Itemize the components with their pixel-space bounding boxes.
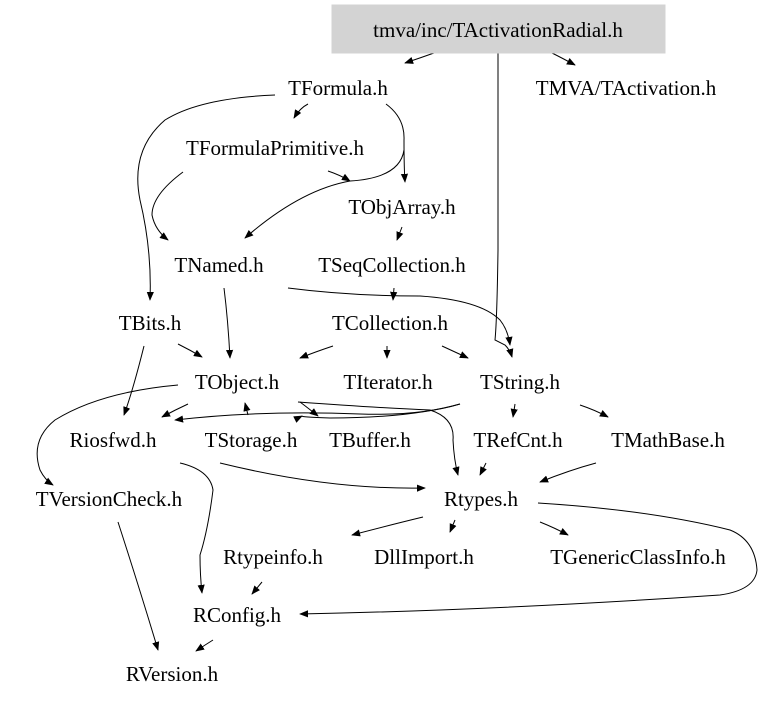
edge-root-tmva-tactivation bbox=[551, 52, 576, 66]
node-root[interactable]: tmva/inc/TActivationRadial.h bbox=[331, 4, 666, 54]
edge-rconfig-rversion bbox=[195, 639, 214, 652]
edge-tstorage-rtypes bbox=[219, 462, 426, 492]
edge-tstring-trefcnt bbox=[510, 403, 518, 418]
node-rtypes[interactable]: Rtypes.h bbox=[444, 487, 519, 511]
node-label: tmva/inc/TActivationRadial.h bbox=[373, 18, 623, 42]
edge-tmathbase-rtypes bbox=[539, 462, 597, 483]
edge-tobjarray-tnamed bbox=[244, 149, 405, 239]
edge-tformula-tobjarray bbox=[385, 103, 409, 183]
node-titerator[interactable]: TIterator.h bbox=[343, 370, 433, 394]
node-tbits[interactable]: TBits.h bbox=[119, 311, 182, 335]
nodes: tmva/inc/TActivationRadial.h TFormula.h … bbox=[36, 4, 726, 686]
node-tstorage[interactable]: TStorage.h bbox=[205, 428, 298, 452]
node-tgenericclassinfo[interactable]: TGenericClassInfo.h bbox=[550, 545, 726, 569]
node-tmathbase[interactable]: TMathBase.h bbox=[611, 428, 725, 452]
edge-rtypes-dllimport bbox=[449, 519, 457, 533]
node-tcollection[interactable]: TCollection.h bbox=[332, 311, 449, 335]
node-trefcnt[interactable]: TRefCnt.h bbox=[473, 428, 563, 452]
edge-rtypes-tgenericclassinfo bbox=[539, 521, 569, 536]
node-rversion[interactable]: RVersion.h bbox=[126, 662, 219, 686]
edge-tobject-riosfwd bbox=[161, 403, 189, 418]
edge-rtypes-rconfig bbox=[299, 502, 758, 618]
edge-root-tstring bbox=[494, 53, 514, 358]
edge-root-tformula bbox=[404, 52, 435, 64]
node-tseqcollection[interactable]: TSeqCollection.h bbox=[318, 253, 466, 277]
edge-tformulaprimitive-tobjarray bbox=[327, 170, 351, 182]
edge-tbits-riosfwd bbox=[123, 345, 145, 416]
edge-tbits-tobject bbox=[177, 343, 203, 358]
node-tformulaprimitive[interactable]: TFormulaPrimitive.h bbox=[186, 136, 364, 160]
edge-tseqcollection-tcollection bbox=[390, 287, 398, 301]
edge-rtypeinfo-rconfig bbox=[251, 581, 263, 595]
edge-tformula-tformulaprimitive bbox=[293, 103, 309, 119]
edge-tobject-tversioncheck bbox=[36, 384, 179, 486]
edge-tobjarray-tseqcollection bbox=[396, 226, 404, 241]
edge-tcollection-tobject bbox=[299, 345, 334, 359]
edge-tnamed-tobject bbox=[223, 287, 234, 359]
edge-tstring-tmathbase bbox=[579, 404, 609, 418]
edge-tformulaprimitive-tnamed bbox=[151, 171, 184, 241]
node-tversioncheck[interactable]: TVersionCheck.h bbox=[36, 487, 183, 511]
node-dllimport[interactable]: DllImport.h bbox=[374, 545, 474, 569]
edge-tobject-tbuffer bbox=[299, 401, 319, 417]
node-rconfig[interactable]: RConfig.h bbox=[193, 603, 282, 627]
node-tobjarray[interactable]: TObjArray.h bbox=[348, 195, 456, 219]
edges bbox=[36, 52, 758, 652]
edge-tformula-tbits bbox=[137, 94, 276, 301]
edge-tobject-rtypes bbox=[297, 401, 460, 476]
edge-rtypes-rtypeinfo bbox=[351, 516, 424, 537]
edge-tnamed-tstring bbox=[287, 287, 513, 346]
node-tmva-tactivation[interactable]: TMVA/TActivation.h bbox=[536, 76, 717, 100]
node-tobject[interactable]: TObject.h bbox=[195, 370, 280, 394]
node-riosfwd[interactable]: Riosfwd.h bbox=[70, 428, 157, 452]
node-tstring[interactable]: TString.h bbox=[480, 370, 560, 394]
edge-tobject-tstorage bbox=[243, 402, 251, 416]
node-tnamed[interactable]: TNamed.h bbox=[174, 253, 264, 277]
edge-tstorage-rconfig bbox=[179, 462, 214, 594]
edge-tversioncheck-rversion bbox=[117, 521, 160, 651]
node-tbuffer[interactable]: TBuffer.h bbox=[329, 428, 411, 452]
node-rtypeinfo[interactable]: Rtypeinfo.h bbox=[223, 545, 323, 569]
node-tformula[interactable]: TFormula.h bbox=[288, 76, 388, 100]
edge-tcollection-tstring bbox=[441, 345, 469, 359]
edge-tstring-tbuffer bbox=[293, 403, 461, 423]
edge-trefcnt-rtypes bbox=[479, 462, 487, 476]
